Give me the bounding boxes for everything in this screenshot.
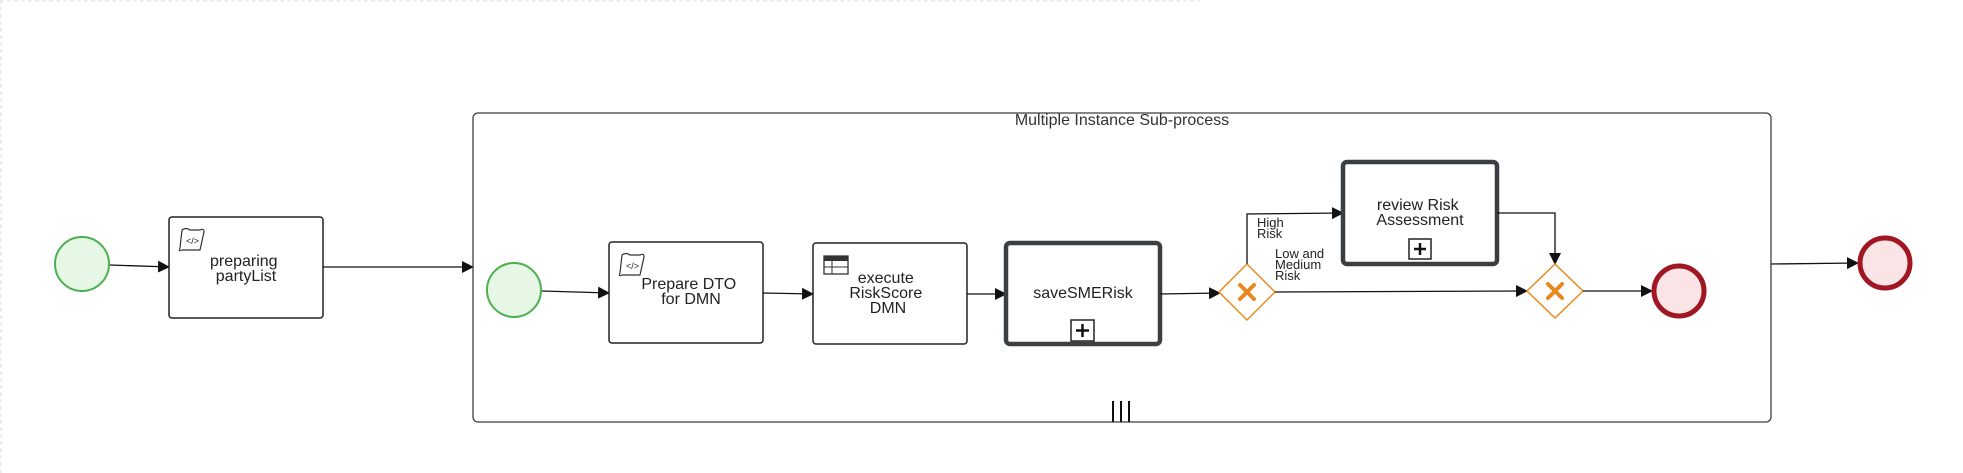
flow-label-line: Low and <box>1275 246 1324 261</box>
task-label-line: review Risk <box>1377 197 1460 214</box>
sequence-flow[interactable] <box>1159 287 1221 300</box>
inner-start-event[interactable] <box>486 262 542 318</box>
exclusive-gateway-icon <box>1546 282 1564 300</box>
task-label-line: preparing <box>210 253 278 270</box>
sequence-flow[interactable] <box>1770 257 1859 270</box>
business-rule-task-icon <box>823 255 849 275</box>
svg-text:</>: </> <box>626 261 639 271</box>
inner-end-event[interactable] <box>1651 263 1707 319</box>
subprocess-review-risk-assessment[interactable]: review Risk Assessment <box>1340 159 1500 267</box>
flow-label-line: Medium <box>1275 257 1321 272</box>
task-label-line: saveSMERisk <box>1033 285 1134 302</box>
exclusive-gateway-merge[interactable] <box>1525 262 1585 320</box>
multi-instance-subprocess[interactable]: Multiple Instance Sub-process <box>472 112 1772 423</box>
flow-label-line: Risk <box>1257 226 1283 241</box>
collapsed-subprocess-marker-icon <box>1408 238 1432 260</box>
script-task-icon: </> <box>178 227 205 252</box>
task-label-line: execute <box>858 270 914 287</box>
collapsed-subprocess-marker-icon <box>1070 319 1095 342</box>
sequence-flow-low-medium-risk[interactable] <box>1274 285 1528 298</box>
start-event[interactable] <box>54 236 110 292</box>
svg-text:</>: </> <box>186 236 199 246</box>
task-label-line: DMN <box>870 300 906 317</box>
task-execute-risk-score-dmn[interactable]: execute RiskScore DMN <box>812 242 968 345</box>
sequence-flow[interactable] <box>109 260 170 273</box>
task-preparing-party-list[interactable]: </> preparing partyList <box>168 216 324 319</box>
svg-text:execute RiskScore: execute RiskScore DMN <box>849 270 926 317</box>
svg-text:preparing partyList: preparing partyList <box>210 253 282 285</box>
sequence-flow[interactable] <box>1497 212 1561 265</box>
svg-text:Prepare DTO for DMN: Prepare DTO for DMN <box>641 276 740 308</box>
flow-label-line: High <box>1257 215 1284 230</box>
task-label-line: RiskScore <box>849 285 922 302</box>
exclusive-gateway-split[interactable] <box>1217 262 1277 322</box>
svg-text:Low and Medium Risk: Low and Medium Risk <box>1275 246 1328 283</box>
task-prepare-dto[interactable]: </> Prepare DTO for DMN <box>608 241 764 344</box>
task-label-line: partyList <box>216 268 277 285</box>
script-task-icon: </> <box>618 252 645 277</box>
task-label-line: Prepare DTO <box>641 276 736 293</box>
task-label-line: Assessment <box>1376 212 1464 229</box>
sequence-flow-high-risk[interactable] <box>1246 207 1344 264</box>
task-label-line: for DMN <box>661 291 721 308</box>
subprocess-save-sme-risk[interactable]: saveSMERisk <box>1003 240 1163 347</box>
sequence-flow[interactable] <box>762 287 814 300</box>
flow-label-line: Risk <box>1275 268 1301 283</box>
end-event[interactable] <box>1857 235 1913 291</box>
exclusive-gateway-icon <box>1238 283 1256 301</box>
svg-text:High Risk: High Risk <box>1257 215 1287 241</box>
multi-instance-parallel-marker-icon <box>1112 401 1130 422</box>
svg-text:review Risk Assessment: review Risk Assessment <box>1376 197 1464 229</box>
subprocess-title: Multiple Instance Sub-process <box>1015 112 1229 129</box>
sequence-flow[interactable] <box>541 286 610 299</box>
